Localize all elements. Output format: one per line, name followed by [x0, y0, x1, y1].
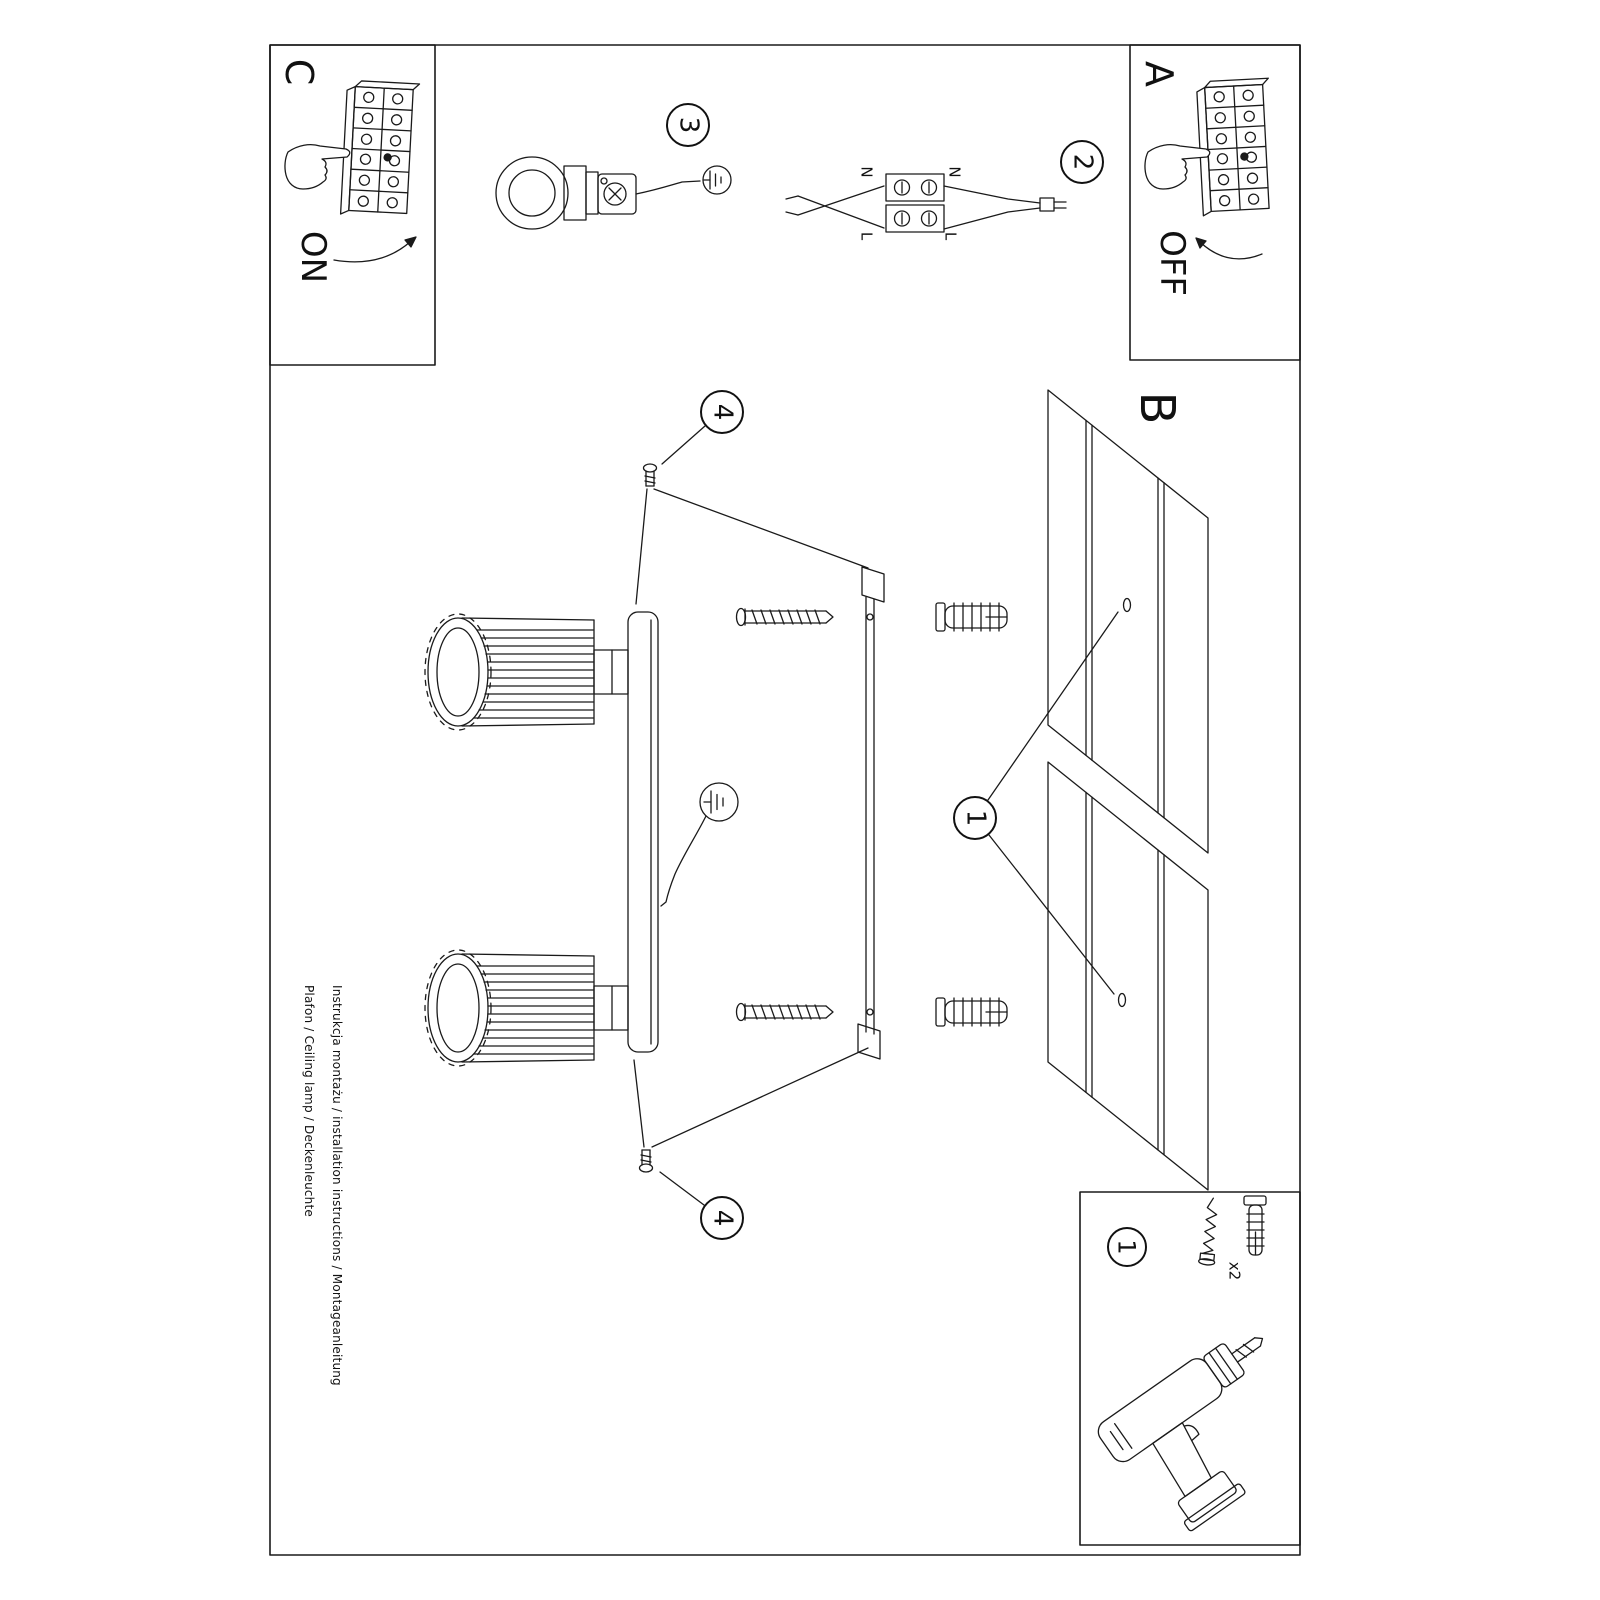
- callout-2-number: 2: [1066, 153, 1097, 171]
- step-c-label: C: [277, 58, 321, 86]
- mounting-bracket: [857, 566, 885, 1060]
- wall-anchor-top: [935, 602, 1008, 632]
- callout-2: 2: [1060, 140, 1104, 184]
- page-frame: [269, 44, 1301, 1556]
- fixing-screw-bottom: [638, 1149, 654, 1173]
- ground-symbol-icon-small: [702, 165, 732, 195]
- terminal-strip-icon-c: [339, 80, 421, 215]
- callout-3-number: 3: [672, 116, 703, 134]
- callout-4-top: 4: [700, 390, 744, 434]
- leader-lines: [633, 425, 1119, 1206]
- wire-label-l-left: L: [857, 231, 876, 241]
- mounting-screw-top: [735, 607, 834, 627]
- wire-label-n-right: N: [945, 166, 964, 178]
- callout-4-bottom-number: 4: [706, 1209, 737, 1227]
- mounting-screw-bottom: [735, 1002, 834, 1022]
- ground-symbol-icon-main: [660, 782, 739, 907]
- step-a-label: A: [1137, 61, 1181, 87]
- ceiling-panels: [1047, 389, 1209, 1191]
- drill-icon: [1097, 1337, 1264, 1532]
- parts-screw-icon: [1198, 1197, 1218, 1266]
- terminal-strip-icon-a: [1196, 77, 1270, 217]
- switch-on-label: ON: [293, 230, 333, 284]
- rotate-arrow-icon-c: [333, 236, 417, 263]
- lamp-fixture: [424, 611, 659, 1067]
- wiring-diagram: [785, 173, 1067, 233]
- callout-1-parts-number: 1: [1113, 1239, 1141, 1255]
- product-title-text: Plafon / Ceiling lamp / Deckenleuchte: [302, 985, 316, 1217]
- step-b-label: B: [1129, 391, 1185, 425]
- rotate-arrow-icon-a: [1195, 237, 1263, 260]
- callout-1-main-number: 1: [959, 809, 990, 827]
- fixing-screw-top: [642, 463, 658, 487]
- callout-3: 3: [666, 103, 710, 147]
- wire-label-n-left: N: [857, 166, 876, 178]
- wall-anchor-bottom: [935, 997, 1008, 1027]
- instructions-title-text: Instrukcja montażu / installation instru…: [330, 985, 344, 1386]
- anchor-quantity-label: x2: [1225, 1261, 1244, 1281]
- callout-4-top-number: 4: [706, 403, 737, 421]
- pointing-hand-icon-c: [284, 144, 351, 190]
- switch-off-label: OFF: [1152, 230, 1192, 296]
- callout-1-main: 1: [953, 796, 997, 840]
- wire-label-l-right: L: [941, 231, 960, 241]
- callout-4-bottom: 4: [700, 1196, 744, 1240]
- lamp-holder-detail: [495, 156, 701, 230]
- pointing-hand-icon-a: [1144, 144, 1211, 190]
- callout-1-parts: 1: [1107, 1227, 1147, 1267]
- parts-anchor-icon: [1243, 1195, 1267, 1256]
